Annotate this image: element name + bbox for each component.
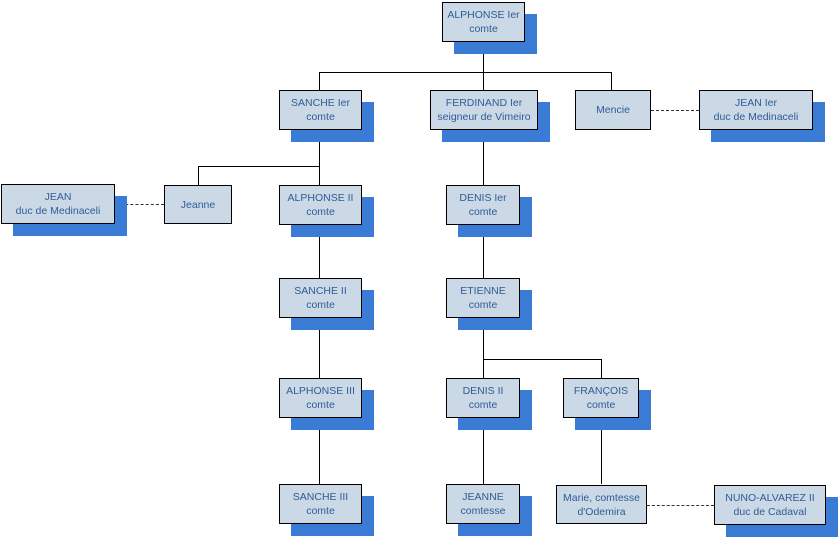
- node-jeanne[interactable]: Jeanne: [164, 185, 232, 224]
- connector-line: [319, 225, 320, 278]
- node-marie-odemira[interactable]: Marie, comtesse d'Odemira: [556, 485, 647, 524]
- node-title: comte: [468, 399, 498, 411]
- node-name: JEANNE: [462, 491, 504, 503]
- node-title: comte: [306, 505, 335, 517]
- node-name: JEAN: [44, 191, 72, 203]
- node-box: Mencie: [575, 90, 651, 130]
- node-box: Jeanne: [164, 185, 232, 224]
- connector-line: [483, 359, 602, 360]
- connector-line: [483, 43, 484, 72]
- node-name: JEAN Ier: [734, 97, 777, 109]
- connector-line: [483, 418, 484, 484]
- node-title: comte: [468, 299, 498, 311]
- node-box: JEAN duc de Medinaceli: [1, 184, 115, 224]
- node-jean-medinaceli-left[interactable]: JEAN duc de Medinaceli: [1, 184, 127, 236]
- node-box: DENIS II comte: [446, 378, 520, 418]
- node-title: comte: [469, 23, 498, 35]
- node-box: SANCHE II comte: [279, 278, 362, 318]
- node-sanche-1[interactable]: SANCHE Ier comte: [279, 90, 374, 142]
- node-box: FRANÇOIS comte: [563, 378, 639, 418]
- node-name: SANCHE III: [292, 491, 349, 503]
- marriage-dashed-line: [647, 505, 714, 506]
- node-box: JEANNE comtesse: [446, 484, 520, 524]
- connector-line: [319, 72, 320, 90]
- node-box: JEAN Ier duc de Medinaceli: [699, 90, 813, 130]
- node-name: NUNO-ALVAREZ II: [725, 492, 815, 504]
- node-title: comtesse: [460, 505, 506, 517]
- node-ferdinand-1[interactable]: FERDINAND Ier seigneur de Vimeiro: [430, 90, 550, 142]
- node-title: seigneur de Vimeiro: [437, 111, 531, 123]
- node-title: comte: [306, 111, 335, 123]
- node-title: duc de Cadaval: [733, 506, 807, 518]
- node-box: ETIENNE comte: [446, 278, 520, 318]
- node-denis-1[interactable]: DENIS Ier comte: [446, 185, 532, 237]
- node-box: ALPHONSE Ier comte: [442, 2, 525, 42]
- node-box: DENIS Ier comte: [446, 185, 520, 225]
- node-title: duc de Medinaceli: [713, 111, 799, 123]
- node-box: FERDINAND Ier seigneur de Vimeiro: [430, 90, 538, 130]
- node-name: Jeanne: [180, 198, 216, 211]
- node-name: FRANÇOIS: [573, 385, 629, 397]
- node-title: comte: [306, 206, 335, 218]
- node-title: comte: [306, 399, 335, 411]
- node-jean-medinaceli-top[interactable]: JEAN Ier duc de Medinaceli: [699, 90, 825, 142]
- node-name: DENIS Ier: [459, 192, 507, 204]
- connector-line: [319, 318, 320, 378]
- node-box: ALPHONSE III comte: [279, 378, 362, 418]
- node-title: comte: [586, 399, 616, 411]
- node-sanche-2[interactable]: SANCHE II comte: [279, 278, 374, 330]
- marriage-dashed-line: [115, 204, 164, 205]
- node-name: SANCHE Ier: [291, 97, 350, 109]
- node-name: ALPHONSE II: [287, 192, 354, 204]
- node-denis-2[interactable]: DENIS II comte: [446, 378, 532, 430]
- node-francois[interactable]: FRANÇOIS comte: [563, 378, 651, 430]
- node-name: DENIS II: [462, 385, 504, 397]
- node-name: FERDINAND Ier: [445, 97, 523, 109]
- connector-line: [483, 318, 484, 378]
- connector-line: [483, 130, 484, 185]
- node-jeanne-comtesse[interactable]: JEANNE comtesse: [446, 484, 532, 536]
- node-box: NUNO-ALVAREZ II duc de Cadaval: [714, 485, 826, 525]
- connector-line: [319, 72, 612, 73]
- node-alphonse-2[interactable]: ALPHONSE II comte: [279, 185, 374, 237]
- connector-line: [483, 225, 484, 278]
- node-box: SANCHE Ier comte: [279, 90, 362, 130]
- connector-line: [319, 130, 320, 185]
- connector-line: [601, 359, 602, 378]
- node-alphonse-3[interactable]: ALPHONSE III comte: [279, 378, 374, 430]
- connector-line: [198, 166, 199, 185]
- node-name: SANCHE II: [294, 285, 347, 297]
- node-box: Marie, comtesse d'Odemira: [556, 485, 647, 524]
- connector-line: [611, 72, 612, 90]
- node-sanche-3[interactable]: SANCHE III comte: [279, 484, 374, 536]
- marriage-dashed-line: [651, 110, 699, 111]
- node-etienne[interactable]: ETIENNE comte: [446, 278, 532, 330]
- node-nuno-alvarez-2[interactable]: NUNO-ALVAREZ II duc de Cadaval: [714, 485, 838, 537]
- connector-line: [198, 166, 320, 167]
- node-title: comte: [306, 299, 335, 311]
- node-title: d'Odemira: [577, 505, 626, 518]
- node-name: ETIENNE: [460, 285, 506, 297]
- node-name: Mencie: [596, 104, 630, 116]
- connector-line: [483, 72, 484, 90]
- node-mencie[interactable]: Mencie: [575, 90, 651, 130]
- connector-line: [319, 418, 320, 484]
- node-title: duc de Medinaceli: [15, 205, 101, 217]
- node-alphonse-1[interactable]: ALPHONSE Ier comte: [442, 2, 537, 54]
- node-name: Marie, comtesse: [562, 491, 641, 504]
- node-title: comte: [468, 206, 498, 218]
- node-name: ALPHONSE Ier: [447, 9, 520, 21]
- node-box: SANCHE III comte: [279, 484, 362, 524]
- node-name: ALPHONSE III: [286, 385, 355, 397]
- connector-line: [601, 418, 602, 484]
- node-box: ALPHONSE II comte: [279, 185, 362, 225]
